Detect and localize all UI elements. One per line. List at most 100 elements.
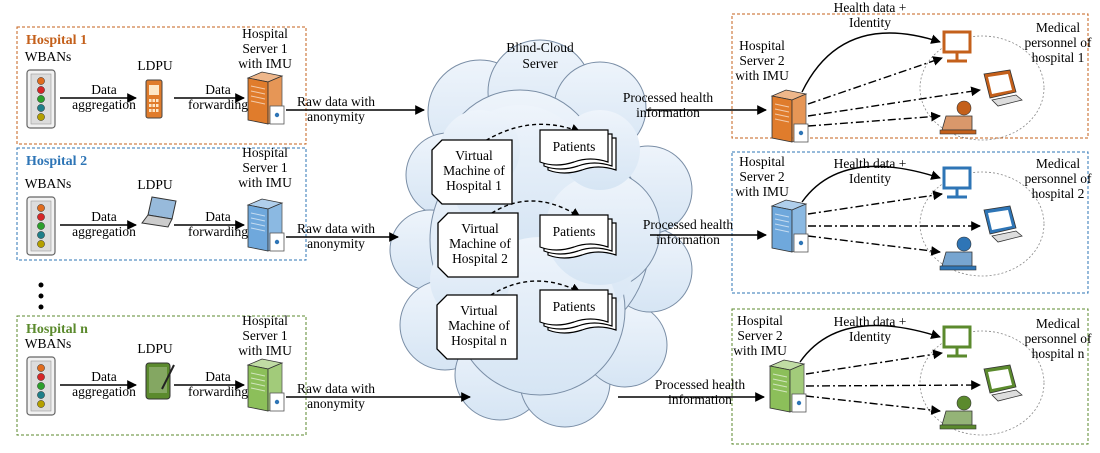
- edge-health-label: Health data +Identity: [834, 0, 907, 30]
- patients-node: Patients: [539, 214, 617, 259]
- user-desk: [939, 265, 977, 271]
- edge-health-identity: [801, 165, 941, 203]
- wbans-label: WBANs: [25, 49, 72, 64]
- server1-label-line-1: Hospital: [242, 313, 288, 328]
- ldpu-label-line-1: LDPU: [137, 58, 173, 73]
- edge-dash-user: [805, 395, 941, 415]
- wban-sensor-icon: [37, 240, 45, 248]
- edge-forwarding-label-line-1: Data: [205, 369, 230, 384]
- edge-raw-label-line-2: anonymity: [307, 236, 365, 251]
- hospital-1-box: [16, 26, 307, 145]
- crt-computer-icon: [983, 69, 1023, 107]
- medical-1-box: [731, 13, 1089, 139]
- server-slot: [250, 212, 266, 217]
- cloud-title-line-2: Server: [522, 56, 558, 71]
- server-slot: [772, 378, 788, 383]
- monitor: [942, 325, 972, 349]
- edge-forwarding-label-line-1: Data: [205, 209, 230, 224]
- medical-personnel-label-line-2: personnel of: [1024, 331, 1092, 346]
- patients-label: Patients: [553, 139, 596, 154]
- imu-chip: [798, 130, 804, 136]
- server1-label-line-2: Server 1: [242, 328, 287, 343]
- server1-label-line-1: Hospital: [242, 26, 288, 41]
- ldpu-label-line-1: LDPU: [137, 177, 173, 192]
- crt-screen: [988, 74, 1012, 94]
- wban-sensor-icon: [37, 400, 45, 408]
- wban-sensor-icon: [37, 204, 45, 212]
- edge-raw-label-line-1: Raw data with: [297, 94, 375, 109]
- medical-personnel-label-line-2: personnel of: [1024, 35, 1092, 50]
- patients-node: Patients: [539, 129, 617, 174]
- server-slot: [772, 373, 788, 378]
- edge-processed-label-line-1: Processed health: [655, 377, 746, 392]
- edge-dash-desktop: [807, 190, 943, 215]
- monitor: [942, 30, 972, 54]
- crt-screen: [988, 369, 1012, 389]
- edge-processed-label-line-1: Processed health: [623, 90, 714, 105]
- edge-raw-label-line-2: anonymity: [307, 109, 365, 124]
- user-head: [956, 100, 972, 116]
- edge-health-label: Health data +Identity: [834, 156, 907, 186]
- wban-sensor-icon: [37, 373, 45, 381]
- server2-label-line-2: Server 2: [737, 328, 782, 343]
- wban-device-icon: [26, 356, 56, 416]
- wbans-label-line-1: WBANs: [25, 176, 72, 191]
- hospital-server-2-icon: [770, 89, 809, 143]
- user-head: [956, 236, 972, 252]
- edge-vm-patients: [479, 123, 581, 145]
- edge-dash-desktop: [805, 349, 943, 375]
- server-slot: [774, 108, 790, 113]
- server-slot: [774, 223, 790, 228]
- ldpu-tablet-icon: [145, 362, 175, 400]
- edge-health-identity: [799, 324, 941, 363]
- medical-personnel-label-line-2: personnel of: [1024, 171, 1092, 186]
- edge-aggregation-label-line-1: Data: [91, 209, 116, 224]
- crt-keyboard: [991, 230, 1023, 243]
- server2-label-line-1: Hospital: [737, 313, 783, 328]
- virtual-machine-node-label-line-2: Machine of: [449, 236, 511, 251]
- stylus: [161, 364, 175, 390]
- server2-label-line-2: Server 2: [739, 53, 784, 68]
- phone-key: [149, 109, 152, 112]
- edge-health-label: Health data +Identity: [834, 314, 907, 344]
- server1-label-line-3: with IMU: [238, 56, 292, 71]
- hospital-server-2-icon: [768, 359, 807, 413]
- crt-screen: [988, 210, 1012, 230]
- hospital-label: Hospital 1: [26, 33, 87, 48]
- edge-processed-label-line-2: information: [656, 232, 720, 247]
- server2-label-line-3: with IMU: [735, 68, 789, 83]
- server1-label-line-1: Hospital: [242, 145, 288, 160]
- imu-chip: [796, 400, 802, 406]
- medical-personnel-label-line-3: hospital 2: [1032, 186, 1085, 201]
- edge-forwarding-label-line-2: forwarding: [188, 224, 248, 239]
- phone-key: [152, 104, 155, 107]
- phone-key: [149, 104, 152, 107]
- edge-raw-label-line-1: Raw data with: [297, 381, 375, 396]
- user-laptop: [941, 251, 973, 267]
- ellipsis-dot: [38, 282, 44, 288]
- user-head: [956, 395, 972, 411]
- virtual-machine-node-label-line-1: Virtual: [455, 148, 493, 163]
- phone-key: [152, 99, 155, 102]
- virtual-machine-node-label-line-3: Hospital 2: [452, 251, 508, 266]
- laptop-keyboard: [141, 214, 173, 228]
- edge-processed-label-line-2: information: [636, 105, 700, 120]
- medical-3-box: [731, 308, 1089, 445]
- ldpu-label-line-1: LDPU: [137, 341, 173, 356]
